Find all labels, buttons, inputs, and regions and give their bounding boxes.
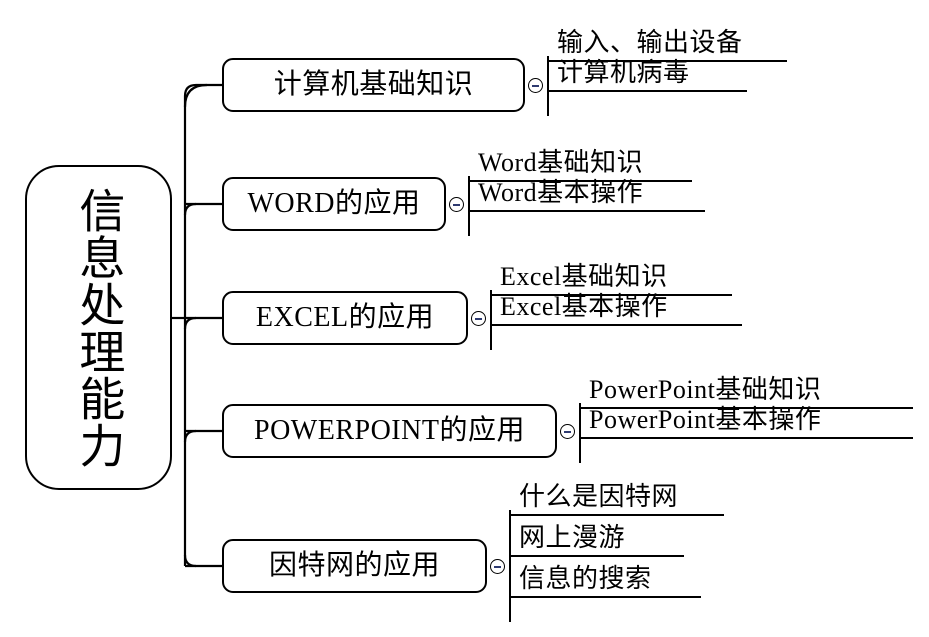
branch-node-excel[interactable]: EXCEL的应用 (222, 291, 468, 345)
leaf-label: 什么是因特网 (519, 482, 679, 511)
leaf-node[interactable]: Excel基本操作 (490, 292, 742, 327)
collapse-minus-icon-internet[interactable] (490, 559, 505, 574)
leaf-label: 计算机病毒 (557, 58, 690, 87)
corner-3 (183, 316, 197, 330)
leaf-group-powerpoint: PowerPoint基础知识 PowerPoint基本操作 (579, 377, 919, 463)
leaf-spine (547, 56, 550, 116)
leaf-underline (490, 324, 742, 327)
leaf-label: Excel基本操作 (500, 292, 668, 321)
collapse-minus-icon-powerpoint[interactable] (560, 424, 575, 439)
branch-node-internet[interactable]: 因特网的应用 (222, 539, 487, 593)
minus-glyph (532, 84, 539, 87)
branch-label: EXCEL的应用 (255, 302, 435, 333)
leaf-underline (509, 514, 724, 517)
branch-label: 计算机基础知识 (273, 69, 474, 100)
branch-label: POWERPOINT的应用 (254, 415, 525, 446)
leaf-label: Word基本操作 (478, 178, 644, 207)
branch-node-powerpoint[interactable]: POWERPOINT的应用 (222, 404, 557, 458)
leaf-label: Word基础知识 (478, 148, 644, 177)
branch-label: WORD的应用 (247, 188, 421, 219)
leaf-label: PowerPoint基本操作 (589, 405, 822, 434)
minus-glyph (564, 430, 571, 433)
root-node[interactable]: 信息处理能力 (25, 165, 172, 490)
leaf-node[interactable]: Word基本操作 (468, 178, 705, 213)
leaf-spine (509, 510, 512, 622)
leaf-node[interactable]: 什么是因特网 (509, 482, 724, 517)
leaf-label: 输入、输出设备 (557, 28, 743, 57)
minus-glyph (494, 565, 501, 568)
leaf-node[interactable]: PowerPoint基本操作 (579, 405, 913, 440)
leaf-underline (468, 210, 705, 213)
leaf-node[interactable]: Excel基础知识 (490, 262, 732, 297)
leaf-group-internet: 什么是因特网 网上漫游 信息的搜索 (509, 484, 739, 624)
corner-5 (183, 554, 197, 568)
leaf-group-excel: Excel基础知识 Excel基本操作 (490, 264, 750, 350)
minus-glyph (475, 317, 482, 320)
leaf-underline (509, 555, 684, 558)
collapse-minus-icon-computer-basics[interactable] (528, 78, 543, 93)
leaf-spine (468, 176, 471, 236)
leaf-node[interactable]: 信息的搜索 (509, 564, 701, 599)
elbow-branch-1 (183, 83, 222, 97)
corner-2 (183, 202, 197, 216)
leaf-underline (547, 90, 747, 93)
leaf-node[interactable]: 输入、输出设备 (547, 28, 787, 63)
leaf-node[interactable]: 计算机病毒 (547, 58, 747, 93)
branch-node-word[interactable]: WORD的应用 (222, 177, 446, 231)
leaf-underline (509, 596, 701, 599)
leaf-label: Excel基础知识 (500, 262, 668, 291)
leaf-node[interactable]: 网上漫游 (509, 523, 684, 558)
corner-4 (183, 429, 197, 443)
leaf-underline (579, 407, 913, 410)
collapse-minus-icon-excel[interactable] (471, 311, 486, 326)
branch-node-computer-basics[interactable]: 计算机基础知识 (222, 58, 525, 112)
leaf-underline (547, 60, 787, 63)
leaf-underline (490, 294, 732, 297)
leaf-label: 信息的搜索 (519, 564, 652, 593)
leaf-label: 网上漫游 (519, 523, 626, 552)
minus-glyph (453, 203, 460, 206)
leaf-node[interactable]: PowerPoint基础知识 (579, 375, 913, 410)
branch-label: 因特网的应用 (268, 550, 440, 581)
root-label: 信息处理能力 (73, 186, 125, 469)
leaf-underline (579, 437, 913, 440)
corner-1 (183, 83, 208, 108)
leaf-group-word: Word基础知识 Word基本操作 (468, 150, 718, 236)
leaf-spine (579, 403, 582, 463)
collapse-minus-icon-word[interactable] (449, 197, 464, 212)
leaf-spine (490, 290, 493, 350)
leaf-underline (468, 180, 692, 183)
leaf-label: PowerPoint基础知识 (589, 375, 822, 404)
leaf-node[interactable]: Word基础知识 (468, 148, 692, 183)
leaf-group-computer-basics: 输入、输出设备 计算机病毒 (547, 30, 797, 116)
